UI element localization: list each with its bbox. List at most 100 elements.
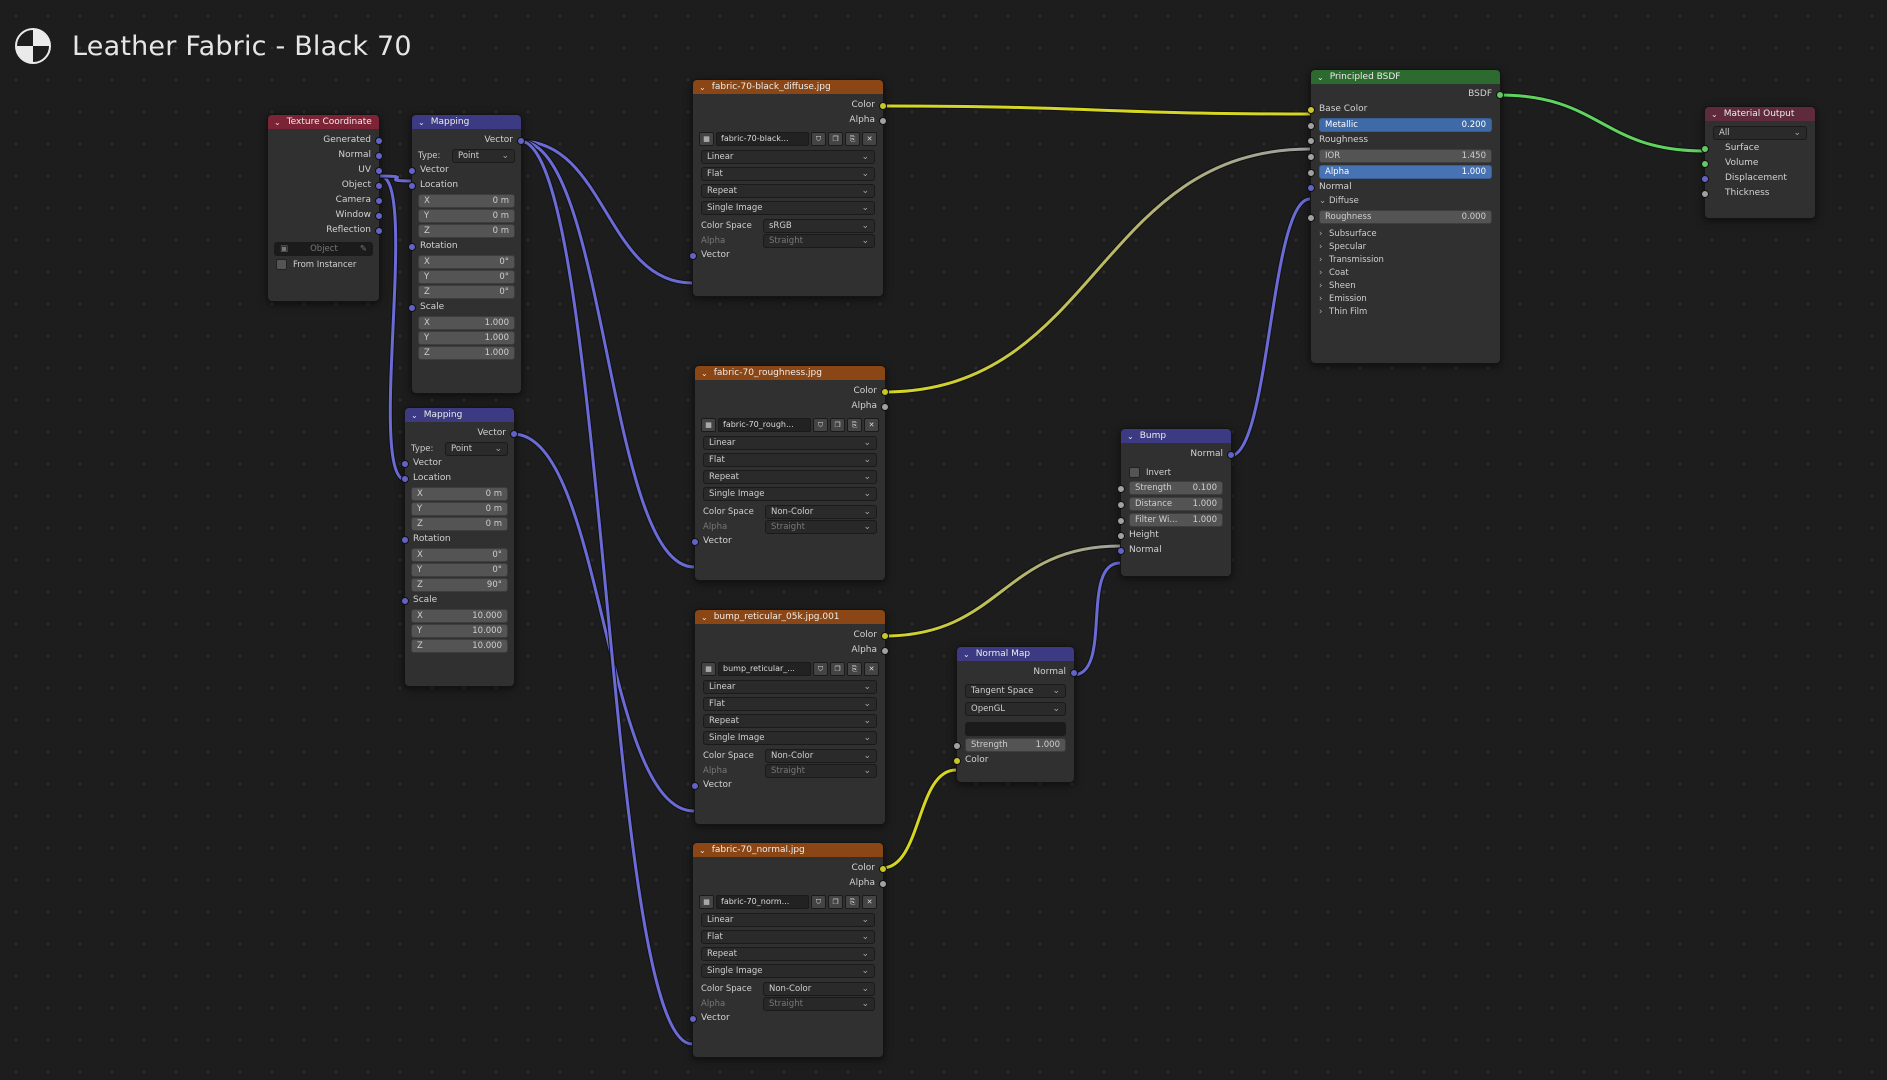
interpolation-select[interactable]: Linear <box>703 436 877 450</box>
image-texture-node-diffuse[interactable]: ⌄fabric-70-black_diffuse.jpg Color Alpha… <box>689 79 887 297</box>
node-link[interactable] <box>881 104 1311 116</box>
socket[interactable] <box>1701 190 1709 198</box>
principled-bsdf-node[interactable]: ⌄Principled BSDF BSDF Base Color Metalli… <box>1307 69 1504 364</box>
panel-transmission[interactable]: ›Transmission <box>1319 255 1384 265</box>
duplicate-icon[interactable]: ❐ <box>828 132 843 146</box>
chevron-down-icon[interactable]: ⌄ <box>1711 109 1718 119</box>
node-header[interactable]: ⌄Normal Map <box>957 647 1074 661</box>
node-link[interactable] <box>512 432 695 813</box>
socket[interactable] <box>689 252 697 260</box>
image-filename[interactable]: fabric-70-black... <box>716 132 809 146</box>
socket[interactable] <box>401 460 409 468</box>
panel-subsurface[interactable]: ›Subsurface <box>1319 229 1377 239</box>
socket[interactable] <box>408 243 416 251</box>
socket[interactable] <box>881 632 889 640</box>
node-header[interactable]: ⌄Texture Coordinate <box>268 115 379 129</box>
type-select[interactable]: Type:Point <box>405 441 514 456</box>
socket[interactable] <box>1307 184 1315 192</box>
socket[interactable] <box>953 757 961 765</box>
image-selector[interactable]: ▦ fabric-70_rough... ⛉ ❐ ⎘ ✕ <box>701 417 879 433</box>
socket[interactable] <box>1227 451 1235 459</box>
socket[interactable] <box>401 536 409 544</box>
socket[interactable] <box>691 538 699 546</box>
image-filename[interactable]: fabric-70_norm... <box>716 895 809 909</box>
mapping-node-2[interactable]: ⌄Mapping Vector Type:Point Vector Locati… <box>401 407 518 687</box>
image-icon[interactable]: ▦ <box>699 132 714 146</box>
socket[interactable] <box>401 475 409 483</box>
chevron-down-icon[interactable]: ⌄ <box>411 410 418 420</box>
open-folder-icon[interactable]: ⎘ <box>845 132 860 146</box>
node-link[interactable] <box>379 174 407 482</box>
node-link[interactable] <box>519 139 695 569</box>
source-select[interactable]: Single Image <box>703 731 877 745</box>
panel-coat[interactable]: ›Coat <box>1319 268 1349 278</box>
extension-select[interactable]: Repeat <box>703 714 877 728</box>
image-selector[interactable]: ▦ fabric-70-black... ⛉ ❐ ⎘ ✕ <box>699 131 877 147</box>
duplicate-icon[interactable]: ❐ <box>830 418 845 432</box>
node-link[interactable] <box>883 147 1311 394</box>
socket[interactable] <box>881 388 889 396</box>
socket[interactable] <box>881 647 889 655</box>
object-field[interactable]: ▣Object✎ <box>274 242 373 256</box>
socket[interactable] <box>375 137 383 145</box>
fake-user-icon[interactable]: ⛉ <box>813 418 828 432</box>
eyedropper-icon[interactable]: ✎ <box>359 244 367 254</box>
node-link[interactable] <box>883 544 1121 638</box>
socket[interactable] <box>408 167 416 175</box>
panel-thin-film[interactable]: ›Thin Film <box>1319 307 1368 317</box>
node-header[interactable]: ⌄fabric-70_normal.jpg <box>693 843 883 857</box>
node-header[interactable]: ⌄Mapping <box>405 408 514 422</box>
close-icon[interactable]: ✕ <box>862 895 877 909</box>
chevron-down-icon[interactable]: ⌄ <box>701 368 708 378</box>
chevron-down-icon[interactable]: ⌄ <box>1317 72 1324 82</box>
node-link[interactable] <box>1498 93 1705 153</box>
socket[interactable] <box>881 403 889 411</box>
chevron-down-icon[interactable]: ⌄ <box>418 117 425 127</box>
socket[interactable] <box>1117 485 1125 493</box>
socket[interactable] <box>1117 532 1125 540</box>
image-icon[interactable]: ▦ <box>699 895 714 909</box>
projection-select[interactable]: Flat <box>701 167 875 181</box>
socket[interactable] <box>1307 169 1315 177</box>
extension-select[interactable]: Repeat <box>701 947 875 961</box>
image-selector[interactable]: ▦ bump_reticular_... ⛉ ❐ ⎘ ✕ <box>701 661 879 677</box>
chevron-down-icon[interactable]: ⌄ <box>699 845 706 855</box>
node-header[interactable]: ⌄Bump <box>1121 429 1231 443</box>
socket[interactable] <box>510 430 518 438</box>
socket[interactable] <box>1496 91 1504 99</box>
socket[interactable] <box>691 782 699 790</box>
socket[interactable] <box>1070 669 1078 677</box>
node-link[interactable] <box>1072 561 1121 677</box>
texture-coordinate-node[interactable]: ⌄Texture Coordinate Generated Normal UV … <box>267 114 383 302</box>
extension-select[interactable]: Repeat <box>703 470 877 484</box>
socket[interactable] <box>1307 122 1315 130</box>
socket[interactable] <box>879 117 887 125</box>
socket[interactable] <box>401 597 409 605</box>
type-select[interactable]: Type:Point <box>412 148 521 163</box>
node-link[interactable] <box>881 768 957 870</box>
source-select[interactable]: Single Image <box>701 964 875 978</box>
socket[interactable] <box>1701 160 1709 168</box>
node-header[interactable]: ⌄Principled BSDF <box>1311 70 1500 84</box>
socket[interactable] <box>879 880 887 888</box>
socket[interactable] <box>953 742 961 750</box>
socket[interactable] <box>1307 137 1315 145</box>
open-folder-icon[interactable]: ⎘ <box>847 662 862 676</box>
interpolation-select[interactable]: Linear <box>701 913 875 927</box>
duplicate-icon[interactable]: ❐ <box>828 895 843 909</box>
node-link[interactable] <box>519 139 693 1046</box>
